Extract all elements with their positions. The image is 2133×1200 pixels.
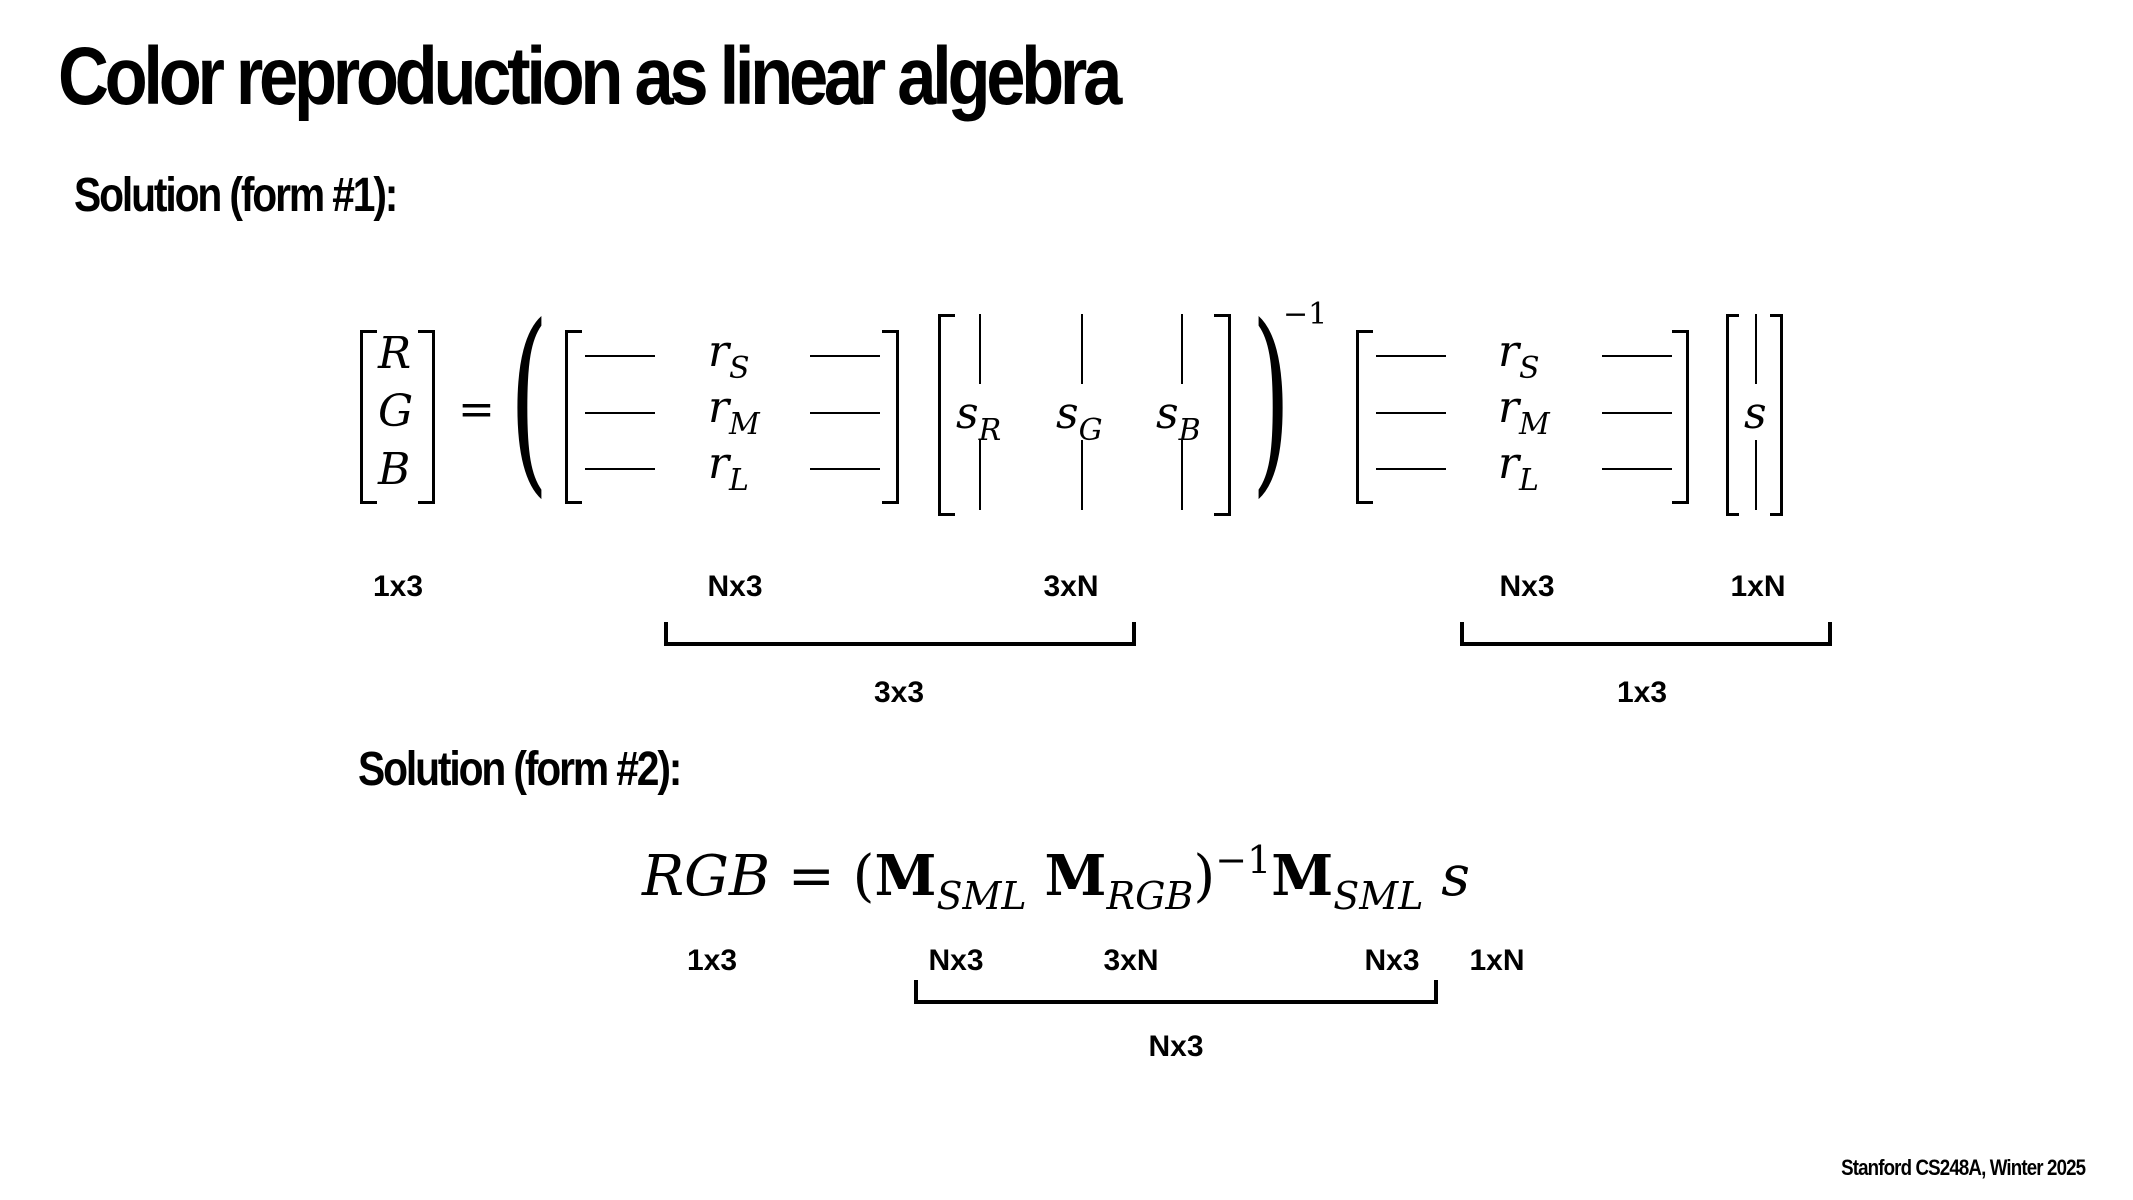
col-bar bbox=[1755, 440, 1757, 510]
col-bar bbox=[1181, 314, 1183, 384]
s-vector: s bbox=[1744, 388, 1767, 439]
f2-dim-m2: 3xN bbox=[1103, 944, 1159, 977]
r2-L: rL bbox=[1498, 438, 1539, 498]
row-dash bbox=[1602, 468, 1672, 470]
dim-product-2: 1x3 bbox=[1616, 676, 1668, 709]
row-dash bbox=[1376, 468, 1446, 470]
form2-equation: RGB = (MSML MRGB)−1MSML s bbox=[642, 838, 1471, 918]
f2-dim-product: Nx3 bbox=[1148, 1030, 1204, 1063]
dim-r-matrix-2: Nx3 bbox=[1499, 570, 1555, 603]
col-bar bbox=[1081, 440, 1083, 510]
close-paren: ) bbox=[1251, 283, 1291, 516]
dim-s-matrix: 3xN bbox=[1043, 570, 1099, 603]
slide-title: Color reproduction as linear algebra bbox=[58, 31, 1122, 122]
dim-lhs: 1x3 bbox=[372, 570, 424, 603]
s-G: sG bbox=[1056, 388, 1103, 448]
col-bar bbox=[1081, 314, 1083, 384]
r-matrix2-right-bracket bbox=[1672, 330, 1689, 504]
r-S: rS bbox=[708, 326, 750, 386]
lhs-B: B bbox=[378, 444, 411, 495]
row-dash bbox=[810, 468, 880, 470]
row-dash bbox=[1602, 412, 1672, 414]
product-bracket-2 bbox=[1460, 622, 1832, 646]
inverse-exponent: −1 bbox=[1283, 297, 1328, 332]
r-matrix-left-bracket bbox=[565, 330, 582, 504]
open-paren: ( bbox=[509, 283, 549, 516]
row-dash bbox=[1376, 355, 1446, 357]
f2-dim-lhs: 1x3 bbox=[686, 944, 738, 977]
dim-product-1: 3x3 bbox=[873, 676, 925, 709]
col-bar bbox=[1181, 440, 1183, 510]
r2-S: rS bbox=[1498, 326, 1540, 386]
row-dash bbox=[1376, 412, 1446, 414]
row-dash bbox=[1602, 355, 1672, 357]
form1-heading: Solution (form #1): bbox=[74, 169, 398, 222]
row-dash bbox=[585, 412, 655, 414]
product-bracket-1 bbox=[664, 622, 1136, 646]
s-matrix-right-bracket bbox=[1214, 314, 1231, 516]
row-dash bbox=[585, 468, 655, 470]
col-bar bbox=[1755, 314, 1757, 384]
s-vector-right-bracket bbox=[1770, 314, 1783, 516]
s-vector-left-bracket bbox=[1726, 314, 1739, 516]
r2-M: rM bbox=[1498, 382, 1550, 442]
equals-sign: = bbox=[458, 384, 495, 435]
f2-dim-m3: Nx3 bbox=[1364, 944, 1420, 977]
f2-dim-m1: Nx3 bbox=[928, 944, 984, 977]
s-B: sB bbox=[1156, 388, 1201, 448]
r-matrix-right-bracket bbox=[882, 330, 899, 504]
r-matrix2-left-bracket bbox=[1356, 330, 1373, 504]
dim-s-vector: 1xN bbox=[1730, 570, 1786, 603]
r-L: rL bbox=[708, 438, 749, 498]
slide-footer: Stanford CS248A, Winter 2025 bbox=[1840, 1155, 2086, 1180]
row-dash bbox=[810, 412, 880, 414]
f2-dim-s: 1xN bbox=[1469, 944, 1525, 977]
lhs-G: G bbox=[378, 386, 414, 437]
dim-r-matrix: Nx3 bbox=[707, 570, 763, 603]
row-dash bbox=[810, 355, 880, 357]
lhs-right-bracket bbox=[418, 330, 435, 504]
r-M: rM bbox=[708, 382, 760, 442]
s-R: sR bbox=[956, 388, 1002, 448]
col-bar bbox=[979, 314, 981, 384]
form2-heading: Solution (form #2): bbox=[358, 743, 682, 796]
col-bar bbox=[979, 440, 981, 510]
f2-product-bracket bbox=[914, 980, 1438, 1004]
s-matrix-left-bracket bbox=[938, 314, 955, 516]
lhs-left-bracket bbox=[360, 330, 377, 504]
lhs-R: R bbox=[378, 328, 412, 379]
row-dash bbox=[585, 355, 655, 357]
